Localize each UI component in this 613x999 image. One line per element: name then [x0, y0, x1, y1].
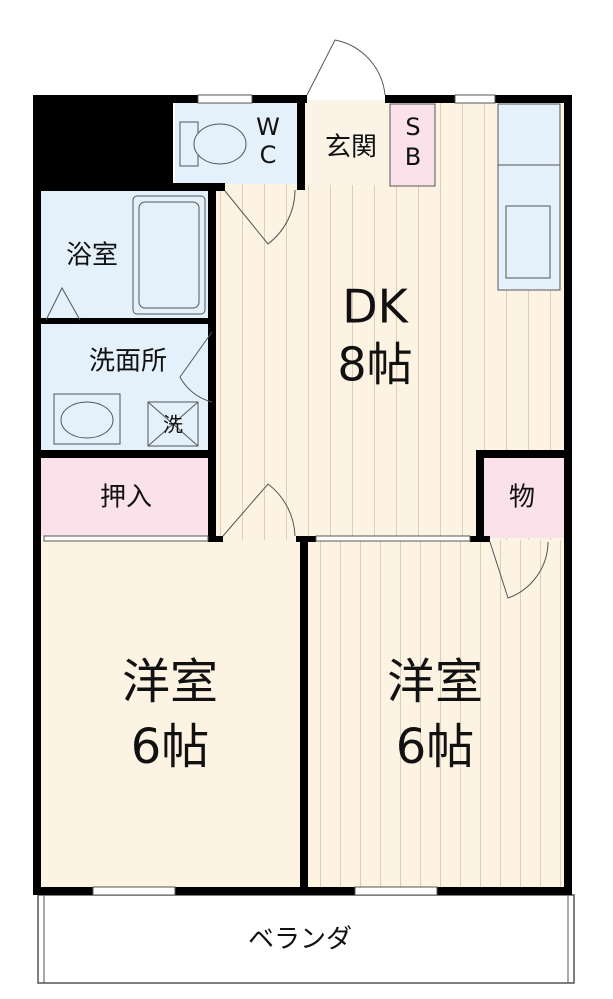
washer-label: 洗 [163, 413, 183, 437]
storage-label: 物 [509, 483, 535, 513]
washbasin-icon [53, 393, 121, 445]
veranda-area [37, 894, 575, 984]
toilet-icon [179, 121, 247, 167]
closet-label: 押入 [100, 483, 152, 513]
kitchen-counter [497, 103, 561, 291]
washer-icon [147, 401, 199, 447]
wc-label-line: W [256, 113, 280, 141]
shoe-box-label-line: B [405, 143, 421, 171]
dk-size: 8帖 [337, 338, 412, 392]
windows [43, 94, 496, 896]
interior-walls [41, 100, 566, 890]
room-right-floor [305, 540, 567, 890]
door-swings [179, 39, 549, 599]
wc-label-line: C [260, 141, 277, 169]
bath-label: 浴室 [66, 241, 118, 271]
genkan-floor [305, 100, 390, 185]
room-right-size: 6帖 [396, 719, 475, 775]
storage-floor [484, 458, 564, 538]
outer-walls [33, 95, 572, 895]
washroom-label: 洗面所 [89, 347, 167, 377]
sink-icon [505, 205, 551, 279]
shoe-box-floor [389, 103, 436, 187]
room-left-name: 洋室 [122, 654, 218, 710]
room-right-name: 洋室 [387, 654, 483, 710]
bath-drain-icon [45, 286, 81, 321]
room-left-floor [40, 540, 302, 890]
room-left-size: 6帖 [131, 719, 210, 775]
bathtub-icon [132, 195, 206, 315]
genkan-label: 玄関 [325, 133, 377, 163]
veranda-label: ベランダ [248, 925, 352, 955]
closet-floor [40, 458, 212, 536]
shoe-box-label-line: S [405, 113, 420, 141]
dk-name: DK [342, 280, 409, 334]
